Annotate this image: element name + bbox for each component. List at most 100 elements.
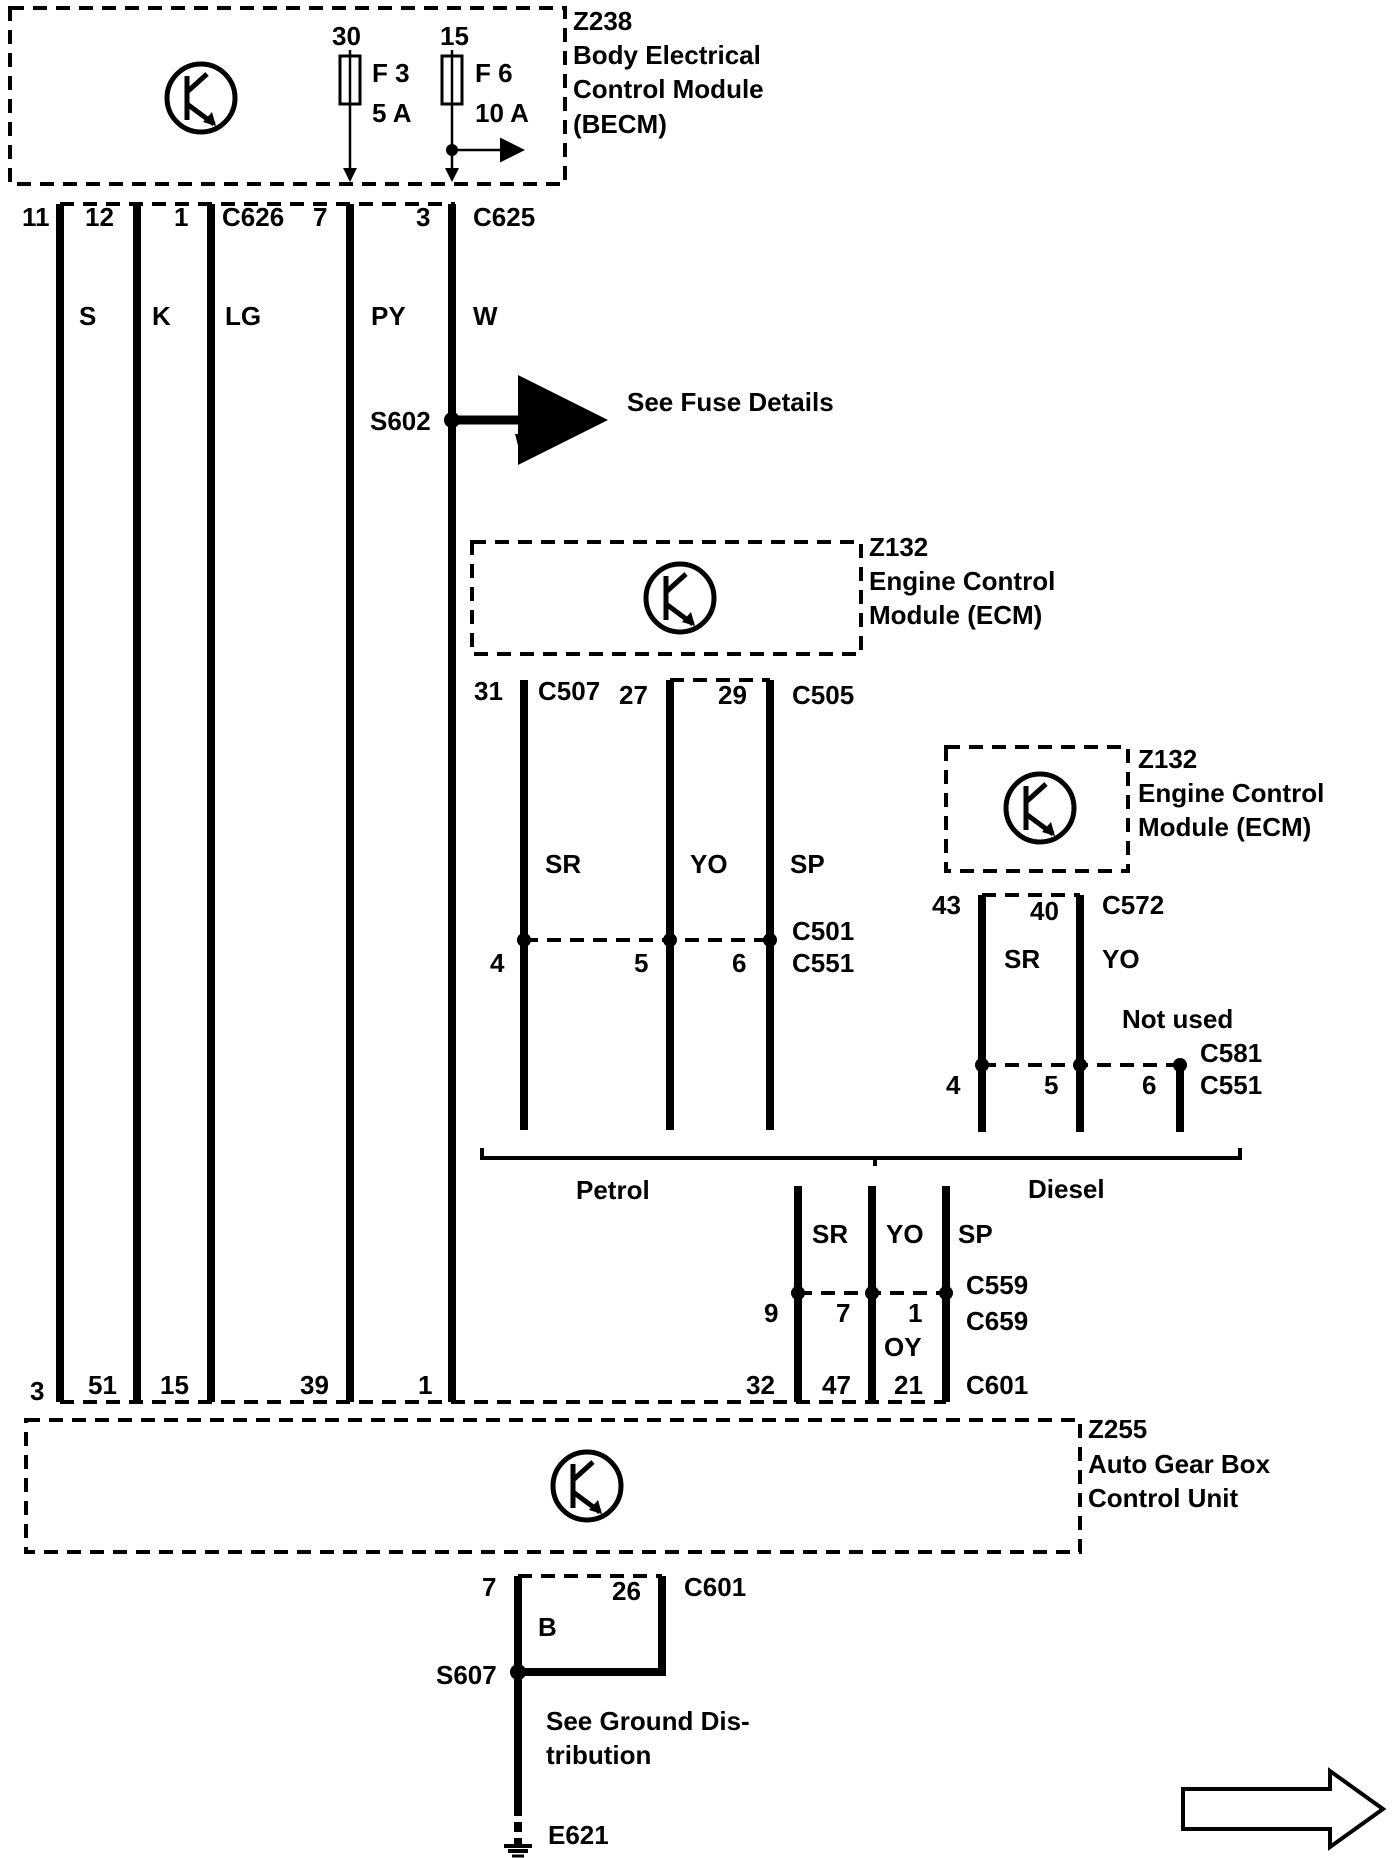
pin-label: 15 — [160, 1370, 189, 1400]
wire-color-oy: OY — [884, 1332, 922, 1362]
ecm-petrol-module[interactable] — [470, 540, 863, 656]
variant-bracket — [480, 1148, 1242, 1166]
becm-name-line1: Body Electrical — [573, 40, 761, 70]
splice-s602[interactable] — [444, 375, 608, 465]
connector-c559: C559 — [966, 1270, 1028, 1300]
pin-label: 4 — [490, 948, 505, 978]
fuse-f3: 30 F 3 5 A — [332, 21, 412, 182]
fuse-f3-rating: 5 A — [372, 98, 412, 128]
connector-c551: C551 — [792, 948, 854, 978]
pin-label: 31 — [474, 676, 503, 706]
pin-label: 4 — [946, 1070, 961, 1100]
main-wires — [56, 204, 456, 1402]
wire-color-label: SP — [958, 1219, 993, 1249]
wire-color-label: LG — [225, 301, 261, 331]
fuse-f6-terminal: 15 — [440, 21, 469, 51]
pin-label: 40 — [1030, 896, 1059, 926]
pin-label: 32 — [746, 1370, 775, 1400]
pin-label: 7 — [836, 1298, 850, 1328]
pin-label: 11 — [22, 202, 50, 232]
connector-c505: C505 — [792, 680, 854, 710]
wire-color-label: SR — [545, 849, 581, 879]
fuse-f6-name: F 6 — [475, 58, 513, 88]
splice-s602-wire: W — [515, 428, 540, 458]
pin-label: 6 — [732, 948, 746, 978]
pin-label: 6 — [1142, 1070, 1156, 1100]
becm-box — [8, 6, 567, 186]
wire-color-label: SR — [812, 1219, 848, 1249]
pin-label: 27 — [619, 680, 648, 710]
agb-name-line2: Control Unit — [1088, 1483, 1239, 1513]
wire-color-label: SR — [1004, 944, 1040, 974]
becm-id: Z238 — [573, 6, 632, 36]
wire-color-label: YO — [1102, 944, 1140, 974]
connector-c501: C501 — [792, 916, 854, 946]
connector-c507: C507 — [538, 676, 600, 706]
connector-c581: C581 — [1200, 1038, 1262, 1068]
fuse-f3-name: F 3 — [372, 58, 410, 88]
fuse-f3-terminal: 30 — [332, 21, 361, 51]
pin-label: 21 — [894, 1370, 923, 1400]
not-used-label: Not used — [1122, 1004, 1233, 1034]
petrol-label: Petrol — [576, 1175, 650, 1205]
diesel-label: Diesel — [1028, 1174, 1105, 1204]
wire-color-label: YO — [690, 849, 728, 879]
ecm-diesel-id: Z132 — [1138, 744, 1197, 774]
pin-label: 9 — [764, 1298, 778, 1328]
ecm-petrol-name-line1: Engine Control — [869, 566, 1055, 596]
connector-c572: C572 — [1102, 890, 1164, 920]
pin-label: 7 — [313, 202, 327, 232]
transistor-icon — [164, 61, 238, 135]
agb-module[interactable] — [24, 1418, 1082, 1554]
see-ground-distribution-link-1[interactable]: See Ground Dis- — [546, 1706, 750, 1736]
pin-label: 29 — [718, 680, 747, 710]
fuse-f6-rating: 10 A — [475, 98, 529, 128]
becm-name-line3: (BECM) — [573, 109, 667, 139]
wire-color-label: K — [152, 301, 171, 331]
ecm-diesel-name-line2: Module (ECM) — [1138, 812, 1311, 842]
ecm-petrol-name-line2: Module (ECM) — [869, 600, 1042, 630]
becm-name-line2: Control Module — [573, 74, 764, 104]
pin-label: 5 — [1044, 1070, 1058, 1100]
ecm-petrol-wires — [517, 680, 777, 1130]
wire-color-label: YO — [886, 1219, 924, 1249]
ground-circuit — [504, 1574, 666, 1858]
connector-c626: C626 — [222, 202, 284, 232]
pin-label: 39 — [300, 1370, 329, 1400]
splice-s607-label: S607 — [436, 1660, 497, 1690]
wire-color-label: SP — [790, 849, 825, 879]
connector-c625: C625 — [473, 202, 535, 232]
wire-color-label: B — [538, 1612, 557, 1642]
pin-label: 43 — [932, 890, 961, 920]
pin-label: 47 — [822, 1370, 851, 1400]
connector-c659: C659 — [966, 1306, 1028, 1336]
ground-icon — [504, 1844, 532, 1858]
transistor-icon — [550, 1449, 624, 1523]
agb-id: Z255 — [1088, 1414, 1147, 1444]
transistor-icon — [1003, 771, 1077, 845]
agb-name-line1: Auto Gear Box — [1088, 1449, 1271, 1479]
fuse-f6: 15 F 6 10 A — [440, 21, 529, 182]
wire-color-label: PY — [371, 301, 406, 331]
pin-label: 1 — [418, 1370, 432, 1400]
lower-bundle-wires — [791, 1186, 953, 1402]
splice-s607[interactable] — [510, 1664, 526, 1680]
connector-c601-ground: C601 — [684, 1572, 746, 1602]
ecm-diesel-name-line1: Engine Control — [1138, 778, 1324, 808]
pin-label: 12 — [85, 202, 114, 232]
connector-c551: C551 — [1200, 1070, 1262, 1100]
pin-label: 1 — [908, 1298, 922, 1328]
see-fuse-details-link[interactable]: See Fuse Details — [627, 387, 834, 417]
ecm-petrol-id: Z132 — [869, 532, 928, 562]
becm-module[interactable]: 30 F 3 5 A 15 F 6 10 A — [8, 6, 567, 186]
next-page-arrow-icon[interactable] — [1181, 1767, 1387, 1851]
pin-label: 51 — [88, 1370, 117, 1400]
ecm-diesel-module[interactable] — [944, 745, 1130, 873]
wire-color-label: S — [79, 301, 96, 331]
ecm-diesel-wires — [975, 895, 1187, 1132]
transistor-icon — [643, 561, 717, 635]
pin-label: 3 — [416, 202, 430, 232]
see-ground-distribution-link-2[interactable]: tribution — [546, 1740, 651, 1770]
wire-color-label: W — [473, 301, 498, 331]
